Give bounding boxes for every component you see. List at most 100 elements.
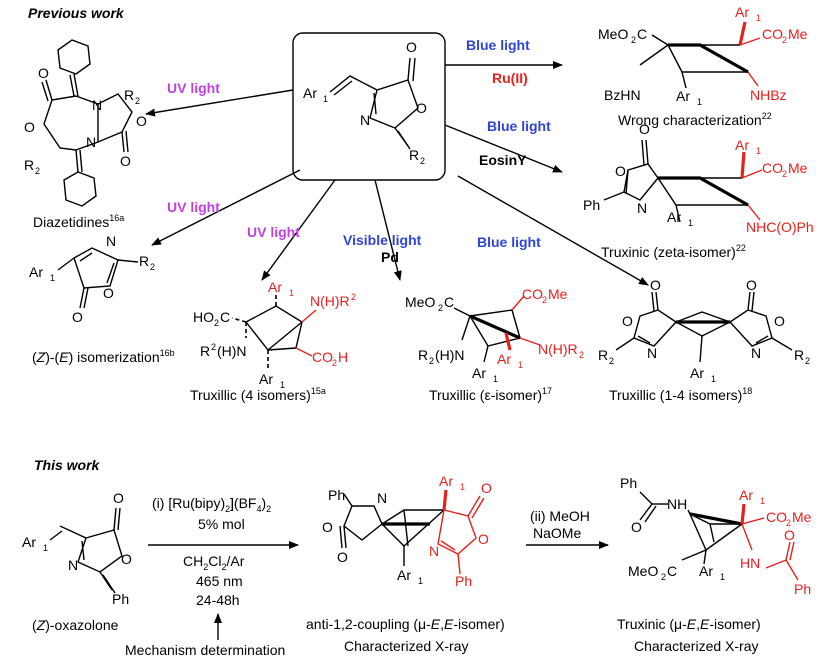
svg-text:Ar: Ar [735, 137, 749, 153]
svg-text:O: O [746, 277, 757, 293]
svg-text:O: O [481, 480, 492, 496]
caption-truxillic-4: Truxillic (4 isomers)15a [190, 386, 326, 403]
svg-text:O: O [416, 100, 427, 116]
svg-text:1: 1 [697, 97, 702, 107]
svg-text:N: N [360, 112, 370, 128]
svg-text:2: 2 [609, 356, 614, 366]
svg-text:N: N [429, 543, 439, 559]
caption-truxillic-epsilon: Truxillic (ε-isomer)17 [429, 386, 552, 403]
wrong-characterization-structure: MeO 2 C Ar 1 CO 2 Me BzHN Ar 1 NHBz [598, 4, 808, 107]
svg-text:O: O [120, 153, 131, 169]
uv-light-label-1: UV light [167, 80, 220, 96]
svg-text:2: 2 [135, 96, 140, 106]
svg-text:N: N [86, 134, 96, 150]
svg-text:O: O [622, 313, 633, 329]
svg-text:NH: NH [667, 496, 687, 512]
eosin-label: EosinY [479, 152, 527, 168]
svg-text:O: O [639, 121, 650, 137]
svg-text:1: 1 [760, 496, 765, 506]
svg-text:2: 2 [542, 295, 547, 305]
svg-text:Ar: Ar [268, 279, 282, 295]
caption-z-oxazolone: (Z)-oxazolone [32, 617, 119, 633]
svg-text:R: R [139, 253, 149, 269]
svg-text:Me: Me [548, 286, 568, 302]
svg-text:O: O [615, 163, 626, 179]
svg-text:O: O [650, 277, 661, 293]
step1-solvent: CH2Cl2/Ar [183, 553, 245, 572]
svg-text:R: R [794, 347, 804, 363]
svg-text:(H)N: (H)N [217, 343, 247, 359]
svg-text:Me: Me [788, 26, 808, 42]
svg-text:O: O [72, 309, 83, 325]
z-oxazolone-structure: O O N Ar 1 Ph [22, 490, 132, 607]
svg-text:O: O [121, 551, 132, 567]
svg-text:1: 1 [711, 374, 716, 384]
caption-xray-2: Characterized X-ray [634, 638, 759, 654]
svg-text:2: 2 [214, 318, 219, 328]
svg-text:N: N [68, 557, 78, 573]
svg-text:2: 2 [438, 303, 443, 313]
truxillic-1-4-structure: O O O O N N R 2 R 2 Ar 1 [598, 277, 810, 384]
caption-wrong-characterization: Wrong characterization22 [618, 111, 772, 128]
svg-text:2: 2 [579, 350, 584, 360]
anti-coupling-structure: Ph N O O Ar 1 O O N Ph Ar 1 [322, 473, 492, 589]
svg-text:Ar: Ar [497, 351, 511, 367]
svg-text:R: R [418, 347, 428, 363]
svg-text:Me: Me [792, 509, 812, 525]
caption-truxinic-mu: Truxinic (μ-E,E-isomer) [617, 616, 761, 632]
svg-text:NHBz: NHBz [750, 87, 787, 103]
svg-text:O: O [113, 490, 124, 506]
caption-isomerization: (Z)-(E) isomerization16b [32, 348, 175, 365]
caption-mechanism: Mechanism determination [125, 642, 285, 658]
svg-text:HO: HO [193, 309, 214, 325]
svg-text:Ar: Ar [472, 365, 486, 381]
svg-text:Ar: Ar [699, 563, 713, 579]
svg-text:1: 1 [289, 288, 294, 298]
svg-text:O: O [24, 119, 35, 135]
svg-text:CO: CO [312, 349, 333, 365]
blue-light-label-top: Blue light [466, 37, 530, 53]
svg-text:R: R [24, 157, 34, 173]
uv-light-label-2: UV light [167, 199, 220, 215]
step1-time: 24-48h [196, 592, 240, 608]
svg-text:CO: CO [762, 26, 783, 42]
svg-text:CO: CO [766, 509, 787, 525]
svg-text:C: C [444, 294, 454, 310]
svg-text:2: 2 [332, 358, 337, 368]
svg-text:N: N [92, 97, 102, 113]
svg-text:Ar: Ar [29, 264, 43, 280]
step1-loading: 5% mol [198, 516, 245, 532]
truxillic-4-isomers-structure: HO 2 C Ar 1 N(H)R 2 R 2 (H)N CO 2 H Ar 1 [193, 279, 356, 390]
svg-text:R: R [124, 87, 134, 103]
svg-text:O: O [103, 285, 114, 301]
svg-text:Ph: Ph [620, 475, 637, 491]
svg-text:BzHN: BzHN [604, 87, 641, 103]
central-oxazolone-box: O O N Ar 1 R 2 [292, 32, 446, 181]
truxinic-zeta-structure: O O N Ph Ar 1 CO 2 Me Ar 1 NHC(O)Ph [583, 121, 814, 235]
step1-catalyst: (i) [Ru(bipy)2]](BF4)2 [152, 495, 271, 514]
svg-text:MeO: MeO [628, 563, 658, 579]
svg-text:1: 1 [720, 572, 725, 582]
svg-text:MeO: MeO [405, 294, 435, 310]
svg-text:Ar: Ar [739, 487, 753, 503]
svg-text:2: 2 [351, 292, 356, 302]
svg-text:2: 2 [631, 35, 636, 45]
uv-light-label-3: UV light [247, 224, 300, 240]
svg-text:2: 2 [661, 572, 666, 582]
step2-reagent-a: (ii) MeOH [530, 508, 590, 524]
this-work-header: This work [34, 457, 101, 473]
truxillic-epsilon-structure: MeO 2 C CO 2 Me R 2 (H)N Ar 1 N(H)R 2 Ar… [405, 286, 584, 384]
caption-truxinic-zeta: Truxinic (zeta-isomer)22 [601, 243, 746, 260]
svg-text:O: O [322, 519, 333, 535]
svg-text:Ph: Ph [455, 573, 472, 589]
svg-text:N(H)R: N(H)R [310, 293, 350, 309]
svg-text:O: O [774, 313, 785, 329]
svg-text:O: O [631, 519, 642, 535]
svg-text:N: N [751, 345, 761, 361]
svg-text:CO: CO [762, 160, 783, 176]
svg-text:O: O [38, 65, 49, 81]
caption-diazetidines: Diazetidines16a [33, 213, 124, 230]
svg-text:1: 1 [518, 360, 523, 370]
previous-work-header: Previous work [28, 5, 125, 21]
